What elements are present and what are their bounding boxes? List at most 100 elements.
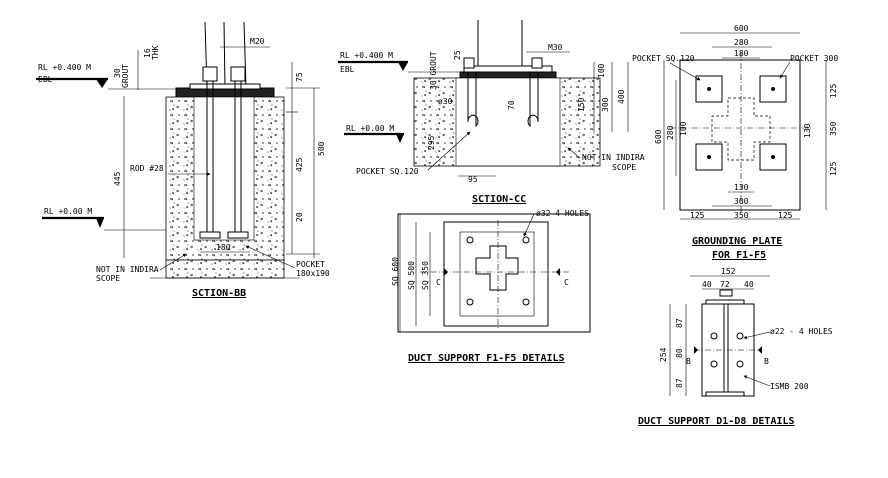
duct-f-title: DUCT SUPPORT F1-F5 DETAILS (408, 353, 565, 364)
base-plate (189, 83, 261, 90)
dim-180: 180 (734, 49, 749, 58)
rl-top-label: RL +0.400 M (38, 63, 91, 72)
dim-30: ø30 (438, 97, 453, 106)
dim-600: 600 (734, 24, 749, 33)
section-b-right: B (764, 357, 769, 366)
dim-87b: 87 (675, 378, 684, 388)
nut-right (531, 57, 543, 69)
base-plate (463, 65, 553, 73)
dim-150: 150 (577, 97, 586, 112)
dim-350-bottom: 350 (734, 211, 749, 220)
dim-295: 295 (427, 135, 436, 150)
section-arrow-icon (556, 268, 560, 276)
section-arrow-icon (694, 346, 698, 354)
hole-tl (466, 236, 474, 244)
scope-leader (567, 147, 581, 159)
dim-95: 95 (468, 175, 478, 184)
hole-tr (522, 236, 530, 244)
hole-tl (710, 332, 718, 340)
dim-425: 425 (295, 157, 304, 172)
pocket-leader (245, 245, 296, 269)
dim-500: 500 (317, 141, 326, 156)
dim-300: 300 (601, 97, 610, 112)
dim-350: 350 (829, 121, 838, 136)
duct-support-d: 152 40 72 40 254 87 80 87 B B ø22 - 4 HO… (638, 267, 833, 427)
section-c-right: C (564, 278, 569, 287)
ismb-label: ISMB 200 (770, 382, 809, 391)
plate-square-500 (443, 221, 549, 327)
level-arrow-icon (398, 62, 408, 71)
holes-leader (743, 331, 771, 340)
rl-zero-label: RL +0.00 M (346, 124, 394, 133)
rl-top-label: RL +0.400 M (340, 51, 393, 60)
plate-outline (679, 59, 801, 211)
dim-125d: 125 (778, 211, 793, 220)
grout-dim: 30 (113, 68, 122, 78)
section-c-left: C (436, 278, 441, 287)
pocket-right-leader (779, 61, 791, 79)
hole-bl (710, 360, 718, 368)
holes-leader (523, 213, 535, 237)
dim-280-side: 280 (666, 125, 675, 140)
flange-top (705, 299, 745, 305)
pocket-left-label: POCKET SQ.120 (632, 54, 695, 63)
bolt-tr (771, 87, 775, 91)
dim-70: 70 (507, 100, 516, 110)
top-mark (719, 289, 733, 297)
dim-80: 80 (675, 348, 684, 358)
dim-sq350: SQ 350 (421, 261, 430, 290)
bolt-br (771, 155, 775, 159)
nut-left (463, 57, 475, 69)
not-in-scope-2: SCOPE (612, 163, 636, 172)
hole-bl (466, 298, 474, 306)
dim-300: 300 (734, 197, 749, 206)
section-b-left: B (686, 357, 691, 366)
section-bb: RL +0.400 M EBL RL +0.00 M 30 (36, 21, 330, 299)
level-arrow-icon (396, 134, 404, 143)
anchor-plate-left (199, 231, 221, 239)
grout-pad (459, 71, 557, 79)
section-arrow-icon (444, 268, 448, 276)
hole-br (736, 360, 744, 368)
bolt-tl (707, 87, 711, 91)
bolt-label: M30 (548, 43, 563, 52)
ismb-leader (743, 375, 771, 387)
dim-40a: 40 (702, 280, 712, 289)
section-cc: RL +0.400 M EBL RL +0.00 M 30 GROUT 25 M… (338, 20, 645, 205)
pocket-bl (695, 143, 723, 171)
dim-100: 100 (679, 121, 688, 136)
not-in-scope-2: SCOPE (96, 274, 120, 283)
dim-130-bottom: 130 (734, 183, 749, 192)
pocket-left-leader (669, 62, 701, 81)
grounding-title-1: GROUNDING PLATE (692, 236, 782, 247)
thk-text: THK (151, 45, 160, 60)
dim-40b: 40 (744, 280, 754, 289)
duct-support-f: ø32-4 HOLES SQ 600 SQ 500 SQ 350 C C DUC… (391, 209, 591, 364)
anchor-plate-right (227, 231, 249, 239)
dim-445: 445 (113, 171, 122, 186)
rod-label: ROD #28 (130, 164, 164, 173)
level-arrow-icon (96, 79, 108, 88)
dim-130: 130 (803, 123, 812, 138)
pocket-tr (759, 75, 787, 103)
holes-label: ø32-4 HOLES (536, 209, 589, 218)
dim-sq500: SQ 500 (407, 261, 416, 290)
pocket-leader (427, 131, 471, 171)
section-cc-title: SCTION-CC (472, 194, 526, 205)
dim-180: 180 (216, 243, 231, 252)
hole-br (522, 298, 530, 306)
dim-600-side: 600 (654, 129, 663, 144)
dim-400: 400 (617, 89, 626, 104)
duct-d-title: DUCT SUPPORT D1-D8 DETAILS (638, 416, 795, 427)
soil-fill (165, 259, 285, 279)
dim-125b: 125 (829, 161, 838, 176)
thk-dim: 16 (143, 48, 152, 58)
section-bb-title: SCTION-BB (192, 288, 246, 299)
flange-bottom (705, 391, 745, 397)
dim-125c: 125 (690, 211, 705, 220)
grounding-title-2: FOR F1-F5 (712, 250, 766, 261)
dim-75: 75 (295, 72, 304, 82)
grout-text: GROUT (121, 64, 130, 88)
pocket (193, 96, 255, 241)
pocket-right-label: POCKET 300 (790, 54, 838, 63)
